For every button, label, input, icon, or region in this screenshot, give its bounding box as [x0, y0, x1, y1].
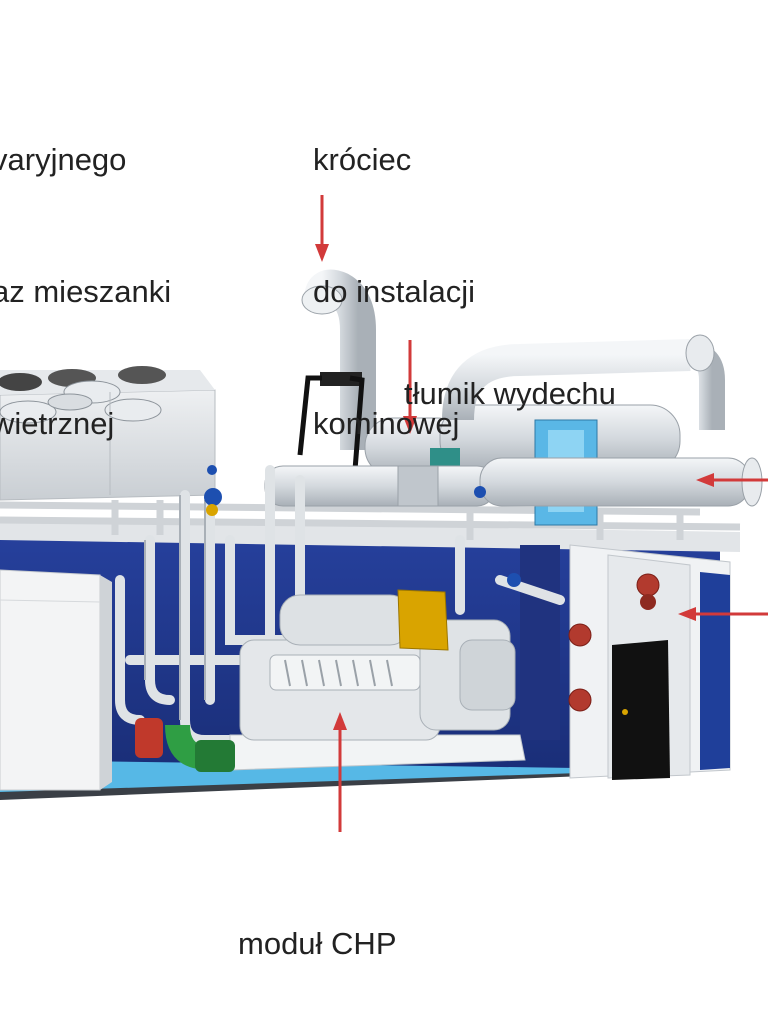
label-chimney-line-3: kominowej	[313, 406, 460, 441]
roof-coolers	[0, 366, 216, 501]
label-left-line-2: az mieszanki	[0, 274, 172, 309]
piping-outline	[144, 495, 206, 720]
chp-engine-module	[229, 589, 526, 771]
chimney-outlet	[297, 269, 376, 471]
arrow-muffler	[403, 340, 417, 434]
label-emergency-intake: varyjnego az mieszanki wietrznej	[0, 50, 171, 490]
control-cabinet	[0, 569, 112, 791]
arrow-gas-train	[678, 607, 768, 621]
arrow-air-intake	[696, 473, 768, 487]
label-chimney-line-1: króciec	[313, 142, 412, 177]
gas-train-wall	[568, 544, 731, 780]
arrow-chp	[333, 712, 347, 832]
exhaust-pipe	[264, 457, 763, 507]
pump-parts	[135, 718, 235, 772]
label-chp-module: moduł CHP	[238, 834, 397, 1010]
chp-unit-illustration	[0, 195, 768, 832]
label-left-line-1: varyjnego	[0, 142, 127, 177]
valves	[204, 465, 521, 587]
label-exhaust-muffler: tłumik wydechu	[404, 284, 616, 460]
label-chp-text: moduł CHP	[238, 926, 397, 961]
arrow-chimney	[315, 195, 329, 262]
label-chimney-connection: króciec do instalacji kominowej	[313, 50, 475, 490]
label-muffler-text: tłumik wydechu	[404, 376, 616, 411]
label-chimney-line-2: do instalacji	[313, 274, 475, 309]
annotation-arrows	[315, 195, 768, 832]
label-left-line-3: wietrznej	[0, 406, 115, 441]
